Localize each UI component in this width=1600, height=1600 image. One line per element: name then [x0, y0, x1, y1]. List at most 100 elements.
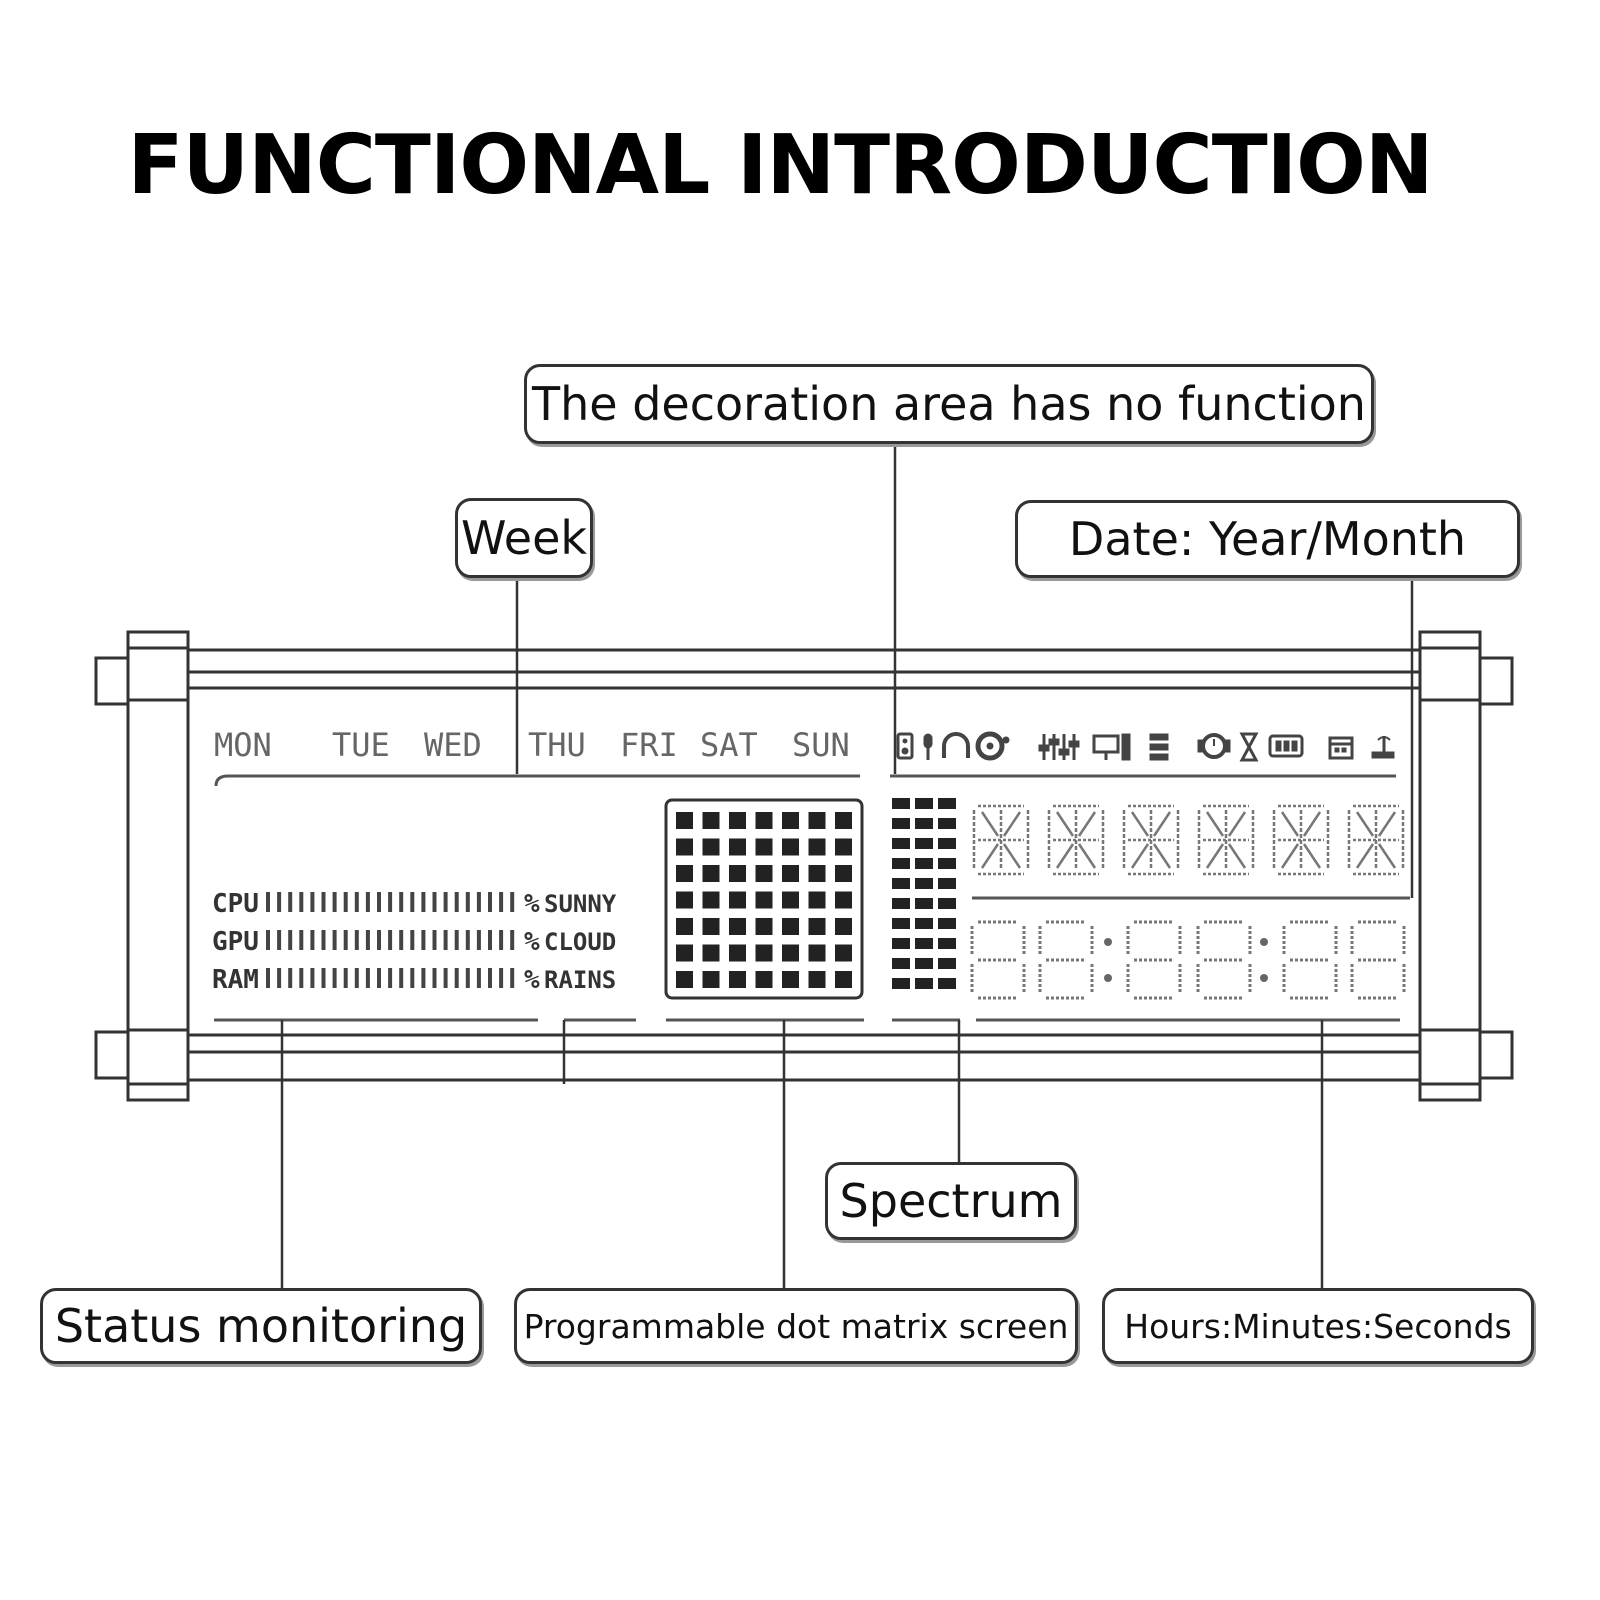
hourglass-icon [1239, 732, 1259, 762]
status-tick [510, 930, 515, 950]
matrix-dot [782, 971, 799, 988]
time-digit [1126, 920, 1182, 1000]
spectrum-segment [938, 958, 956, 969]
matrix-dot [676, 865, 693, 882]
status-tick [476, 930, 481, 950]
matrix-dot [755, 971, 773, 988]
status-tick [399, 930, 404, 950]
spectrum-segment [938, 818, 956, 829]
status-tick [421, 968, 426, 988]
weekday-row: MON TUE WED THU FRI SAT SUN [214, 726, 860, 787]
status-tick [432, 892, 437, 912]
matrix-dot [729, 865, 746, 882]
status-tick [266, 968, 270, 988]
time-digit [1038, 920, 1094, 1000]
date-digit [1122, 804, 1180, 876]
time-digit [1282, 920, 1338, 1000]
status-tick [488, 892, 492, 912]
matrix-dot [676, 891, 693, 909]
status-tick [288, 892, 293, 912]
matrix-dot [676, 812, 693, 829]
weekday-fri: FRI [620, 726, 678, 764]
weekday-thu: THU [528, 726, 586, 764]
status-tick [443, 968, 448, 988]
time-colon-dot [1260, 974, 1268, 982]
status-tick [443, 892, 448, 912]
status-tick [354, 930, 359, 950]
status-tick [410, 968, 415, 988]
leader-lines [280, 446, 1414, 1288]
status-unit: % [524, 927, 540, 957]
page-title: FUNCTIONAL INTRODUCTION [127, 118, 1434, 213]
status-tick [432, 930, 437, 950]
weekday-mon: MON [214, 726, 272, 764]
spectrum-segment [892, 938, 910, 949]
matrix-dot [808, 812, 826, 829]
spectrum-segment [915, 958, 933, 969]
spectrum-segment [915, 898, 933, 909]
matrix-dot [835, 971, 852, 988]
status-tick [410, 892, 415, 912]
status-weather: RAINS [544, 966, 616, 994]
status-tick [377, 892, 381, 912]
status-tick [377, 930, 381, 950]
matrix-dot [755, 891, 773, 909]
status-tick [488, 968, 492, 988]
status-tick [277, 968, 282, 988]
decoration-icons [890, 731, 1396, 778]
status-tick [443, 930, 448, 950]
status-unit: % [524, 889, 540, 919]
status-tick [432, 968, 437, 988]
status-tick [266, 892, 270, 912]
status-tick [421, 892, 426, 912]
status-row: GPU%CLOUD [212, 927, 616, 957]
status-tick [343, 892, 348, 912]
spectrum-segment [892, 818, 910, 829]
status-tick [310, 930, 315, 950]
alarm-clock-icon [1197, 733, 1231, 759]
matrix-dot [808, 838, 826, 856]
status-unit: % [524, 965, 540, 995]
dot-matrix-screen [664, 798, 864, 1022]
spectrum-segment [915, 818, 933, 829]
week-callout: Week [455, 498, 593, 578]
status-label: RAM [212, 965, 259, 995]
date-callout: Date: Year/Month [1015, 500, 1520, 578]
status-tick [277, 892, 282, 912]
weekday-sun: SUN [792, 726, 850, 764]
matrix-dot [676, 838, 693, 856]
spectrum-segment [915, 918, 933, 929]
matrix-dot [782, 865, 799, 882]
spectrum-segment [938, 798, 956, 809]
server-icon [1149, 733, 1169, 761]
matrix-dot [835, 891, 852, 909]
matrix-dot [729, 838, 746, 856]
spectrum-segment [892, 838, 910, 849]
status-tick [288, 930, 293, 950]
status-tick [399, 968, 404, 988]
status-tick [377, 968, 381, 988]
spectrum-segment [892, 858, 910, 869]
weekday-underline [214, 774, 860, 787]
spectrum-segment [938, 838, 956, 849]
time-digit [1350, 920, 1406, 1000]
spectrum-segment [915, 878, 933, 889]
status-weather: CLOUD [544, 928, 616, 956]
status-tick [321, 930, 326, 950]
device-frame [94, 630, 1514, 1102]
status-tick [310, 892, 315, 912]
status-tick [266, 930, 270, 950]
spectrum-segment [938, 938, 956, 949]
matrix-dot [808, 918, 826, 935]
spectrum-segment [892, 798, 910, 809]
status-tick [410, 930, 415, 950]
status-tick [365, 892, 370, 912]
matrix-dot [808, 891, 826, 909]
status-tick [388, 930, 393, 950]
matrix-dot [835, 944, 852, 962]
speaker-icon [896, 732, 914, 760]
signal-icon [1371, 736, 1395, 759]
status-tick [499, 968, 504, 988]
matrix-dot [702, 812, 720, 829]
